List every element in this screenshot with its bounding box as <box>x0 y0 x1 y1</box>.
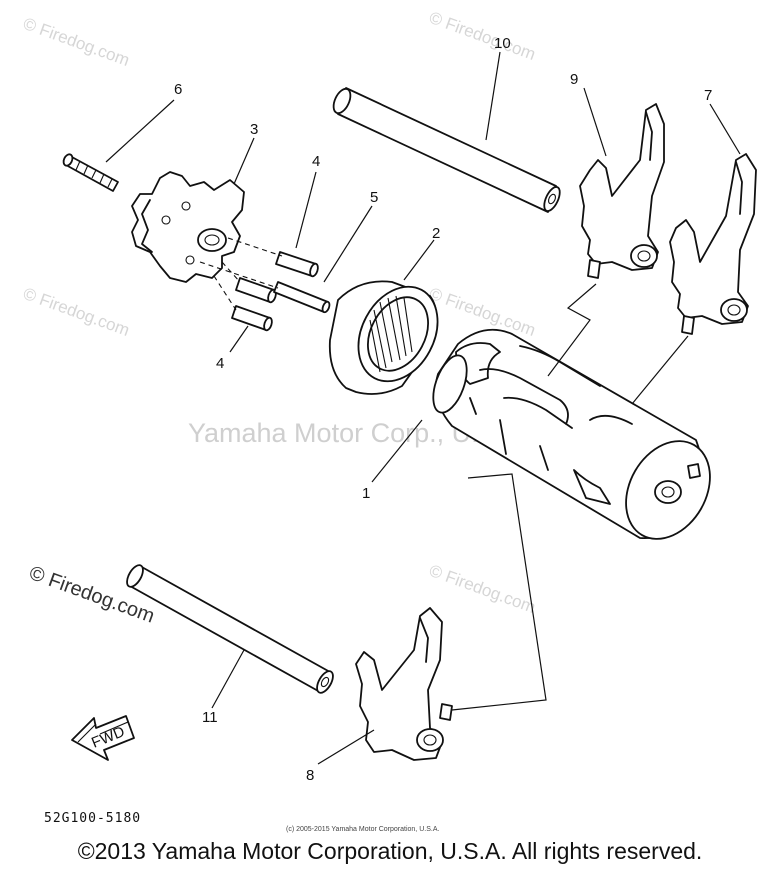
leader-lines <box>105 51 741 765</box>
callout-4-upper: 4 <box>312 153 320 170</box>
copyright-notice: ©2013 Yamaha Motor Corporation, U.S.A. A… <box>77 838 703 864</box>
callout-10: 10 <box>494 35 511 52</box>
part-8-shift-fork <box>355 607 453 761</box>
callout-4-lower: 4 <box>216 355 224 372</box>
watermark: © Firedog.com <box>21 14 132 70</box>
callout-5: 5 <box>370 189 378 206</box>
part-4-dowel-pin <box>231 305 273 332</box>
part-11-shaft <box>126 564 334 694</box>
part-4-dowel-pin <box>235 277 277 304</box>
part-3-segment <box>131 171 245 283</box>
callout-3: 3 <box>250 121 258 138</box>
fine-print: (c) 2005-2015 Yamaha Motor Corporation, … <box>286 826 439 833</box>
callout-8: 8 <box>306 767 314 784</box>
watermark: © Firedog.com <box>427 8 538 64</box>
callout-1: 1 <box>362 485 370 502</box>
part-4-dowel-pin <box>275 251 319 278</box>
part-code: 52G100-5180 <box>44 811 141 826</box>
watermark: © Firedog.com <box>21 284 132 340</box>
callout-7: 7 <box>704 87 712 104</box>
callout-6: 6 <box>174 81 182 98</box>
part-1-shift-drum <box>432 328 711 540</box>
part-6-bolt <box>62 153 119 192</box>
part-5-pin <box>273 281 331 314</box>
fwd-arrow-icon: FWD <box>71 715 135 761</box>
part-2-bearing <box>328 280 439 395</box>
watermark: © Firedog.com <box>427 561 538 617</box>
part-9-shift-fork <box>579 103 665 279</box>
callout-2: 2 <box>432 225 440 242</box>
callout-11: 11 <box>202 709 218 726</box>
callout-9: 9 <box>570 71 578 88</box>
part-7-shift-fork <box>669 153 757 335</box>
part-10-shaft <box>332 87 561 213</box>
